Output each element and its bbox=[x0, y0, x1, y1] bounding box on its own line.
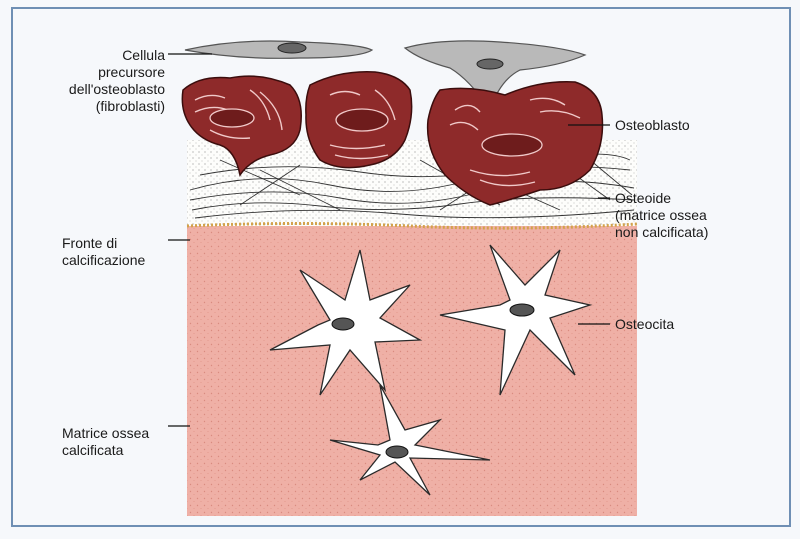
osteoblast-er-strands bbox=[194, 89, 581, 187]
label-osteocyte: Osteocita bbox=[615, 316, 675, 332]
osteocyte-nucleus-1 bbox=[331, 317, 355, 331]
calcification-front-line bbox=[186, 222, 638, 230]
label-calcification-front: Fronte di calcificazione bbox=[62, 235, 146, 268]
frame-border bbox=[11, 7, 791, 527]
label-calcified-matrix: Matrice ossea calcificata bbox=[62, 425, 150, 458]
osteocyte-2 bbox=[439, 244, 593, 396]
osteocyte-nucleus-2 bbox=[509, 303, 535, 317]
label-precursor-cell: Cellula precursore dell'osteoblasto (fib… bbox=[68, 47, 165, 114]
osteocyte-3 bbox=[329, 384, 491, 496]
label-osteoid: Osteoide (matrice ossea non calcificata) bbox=[615, 190, 709, 240]
precursor-nucleus-1 bbox=[277, 42, 307, 54]
osteoblast-nucleus-1 bbox=[209, 108, 255, 128]
label-osteoblast: Osteoblasto bbox=[615, 117, 690, 133]
precursor-nucleus-2 bbox=[476, 58, 504, 70]
precursor-cell-2 bbox=[403, 40, 587, 112]
osteoblast-nucleus-3 bbox=[481, 133, 543, 157]
osteocyte-nucleus-3 bbox=[385, 445, 409, 459]
leader-lines bbox=[168, 53, 610, 427]
osteoblast-nucleus-2 bbox=[335, 108, 389, 132]
